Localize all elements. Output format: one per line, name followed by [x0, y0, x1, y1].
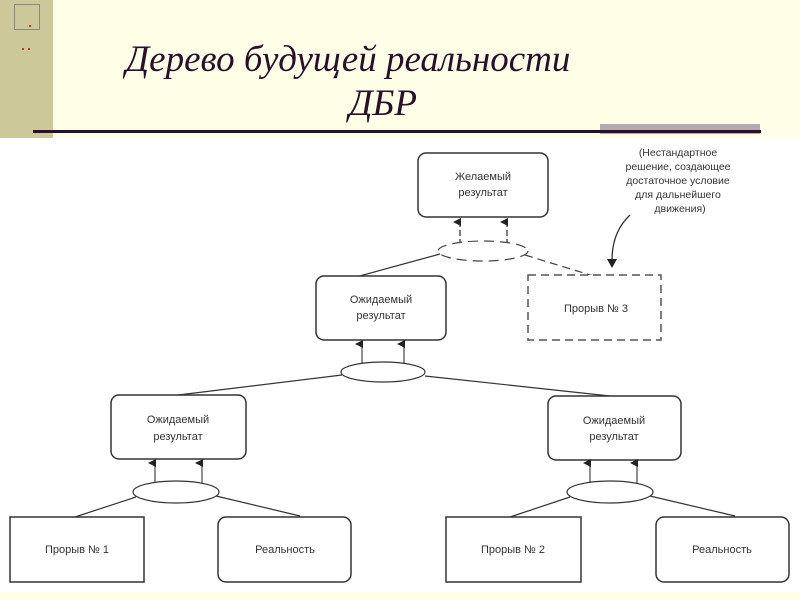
node-left-line2: результат [153, 431, 202, 443]
note-line-5: движения) [654, 203, 705, 215]
right-connector [509, 459, 736, 518]
edge [169, 374, 343, 397]
mid-connector [169, 340, 611, 397]
node-mid-line1: Ожидаемый [350, 294, 412, 306]
edge [74, 496, 137, 518]
node-breakthrough-2: Прорыв № 2 [445, 516, 582, 583]
note-pointer-arrow [611, 214, 631, 261]
node-expected-result-mid: Ожидаемый результат [315, 275, 447, 341]
node-expected-result-left: Ожидаемый результат [110, 394, 247, 460]
nav-thumbnail-icon[interactable] [14, 4, 40, 30]
footer-band [0, 592, 800, 600]
edge [424, 375, 611, 397]
edge [509, 496, 571, 518]
dot-icon [28, 48, 30, 50]
node-desired-result: Желаемый результат [417, 152, 549, 218]
node-right-line2: результат [589, 431, 638, 443]
edge [215, 495, 301, 517]
note-line-4: для дальнейшего [635, 189, 721, 201]
and-ellipse [566, 480, 654, 504]
node-expected-result-right: Ожидаемый результат [547, 395, 682, 461]
note-line-3: достаточное условие [626, 175, 730, 187]
edge [649, 495, 736, 517]
title-line-2: ДБР [349, 83, 417, 124]
node-reality-2: Реальность [655, 516, 790, 583]
note-line-2: решение, создающее [626, 161, 731, 173]
arrow-down-icon [607, 259, 617, 268]
node-breakthrough-3-label: Прорыв № 3 [564, 303, 628, 315]
diagram-canvas: Желаемый результат (Нестандартное решени… [0, 138, 800, 592]
slide-title: Дерево будущей реальности ДБР [53, 38, 643, 126]
note-line-1: (Нестандартное [639, 147, 718, 159]
and-ellipse [132, 480, 220, 504]
node-desired-result-line1: Желаемый [455, 171, 511, 183]
annotation-note: (Нестандартное решение, создающее достат… [607, 147, 731, 268]
node-desired-result-line2: результат [458, 187, 507, 199]
dot-icon [29, 25, 31, 27]
title-area: Дерево будущей реальности ДБР [53, 0, 800, 138]
node-reality-1: Реальность [217, 516, 352, 583]
top-connector [344, 218, 601, 281]
edge-dashed [524, 254, 601, 279]
node-breakthrough-1: Прорыв № 1 [9, 516, 145, 583]
node-breakthrough-2-label: Прорыв № 2 [481, 544, 545, 556]
dot-icon [22, 48, 24, 50]
title-line-1: Дерево будущей реальности [125, 39, 571, 80]
slide-sidebar [0, 0, 53, 138]
title-rule [33, 130, 761, 133]
and-ellipse [340, 361, 426, 383]
left-connector [74, 459, 301, 518]
title-accent-bar [600, 124, 760, 134]
and-ellipse-dashed [437, 240, 529, 262]
node-reality-2-label: Реальность [692, 544, 752, 556]
node-reality-1-label: Реальность [255, 544, 315, 556]
node-left-line1: Ожидаемый [147, 414, 209, 426]
tree-diagram: Желаемый результат (Нестандартное решени… [9, 147, 790, 583]
node-breakthrough-1-label: Прорыв № 1 [45, 544, 109, 556]
node-mid-line2: результат [356, 310, 405, 322]
node-breakthrough-3: Прорыв № 3 [527, 274, 662, 341]
node-right-line1: Ожидаемый [583, 415, 645, 427]
